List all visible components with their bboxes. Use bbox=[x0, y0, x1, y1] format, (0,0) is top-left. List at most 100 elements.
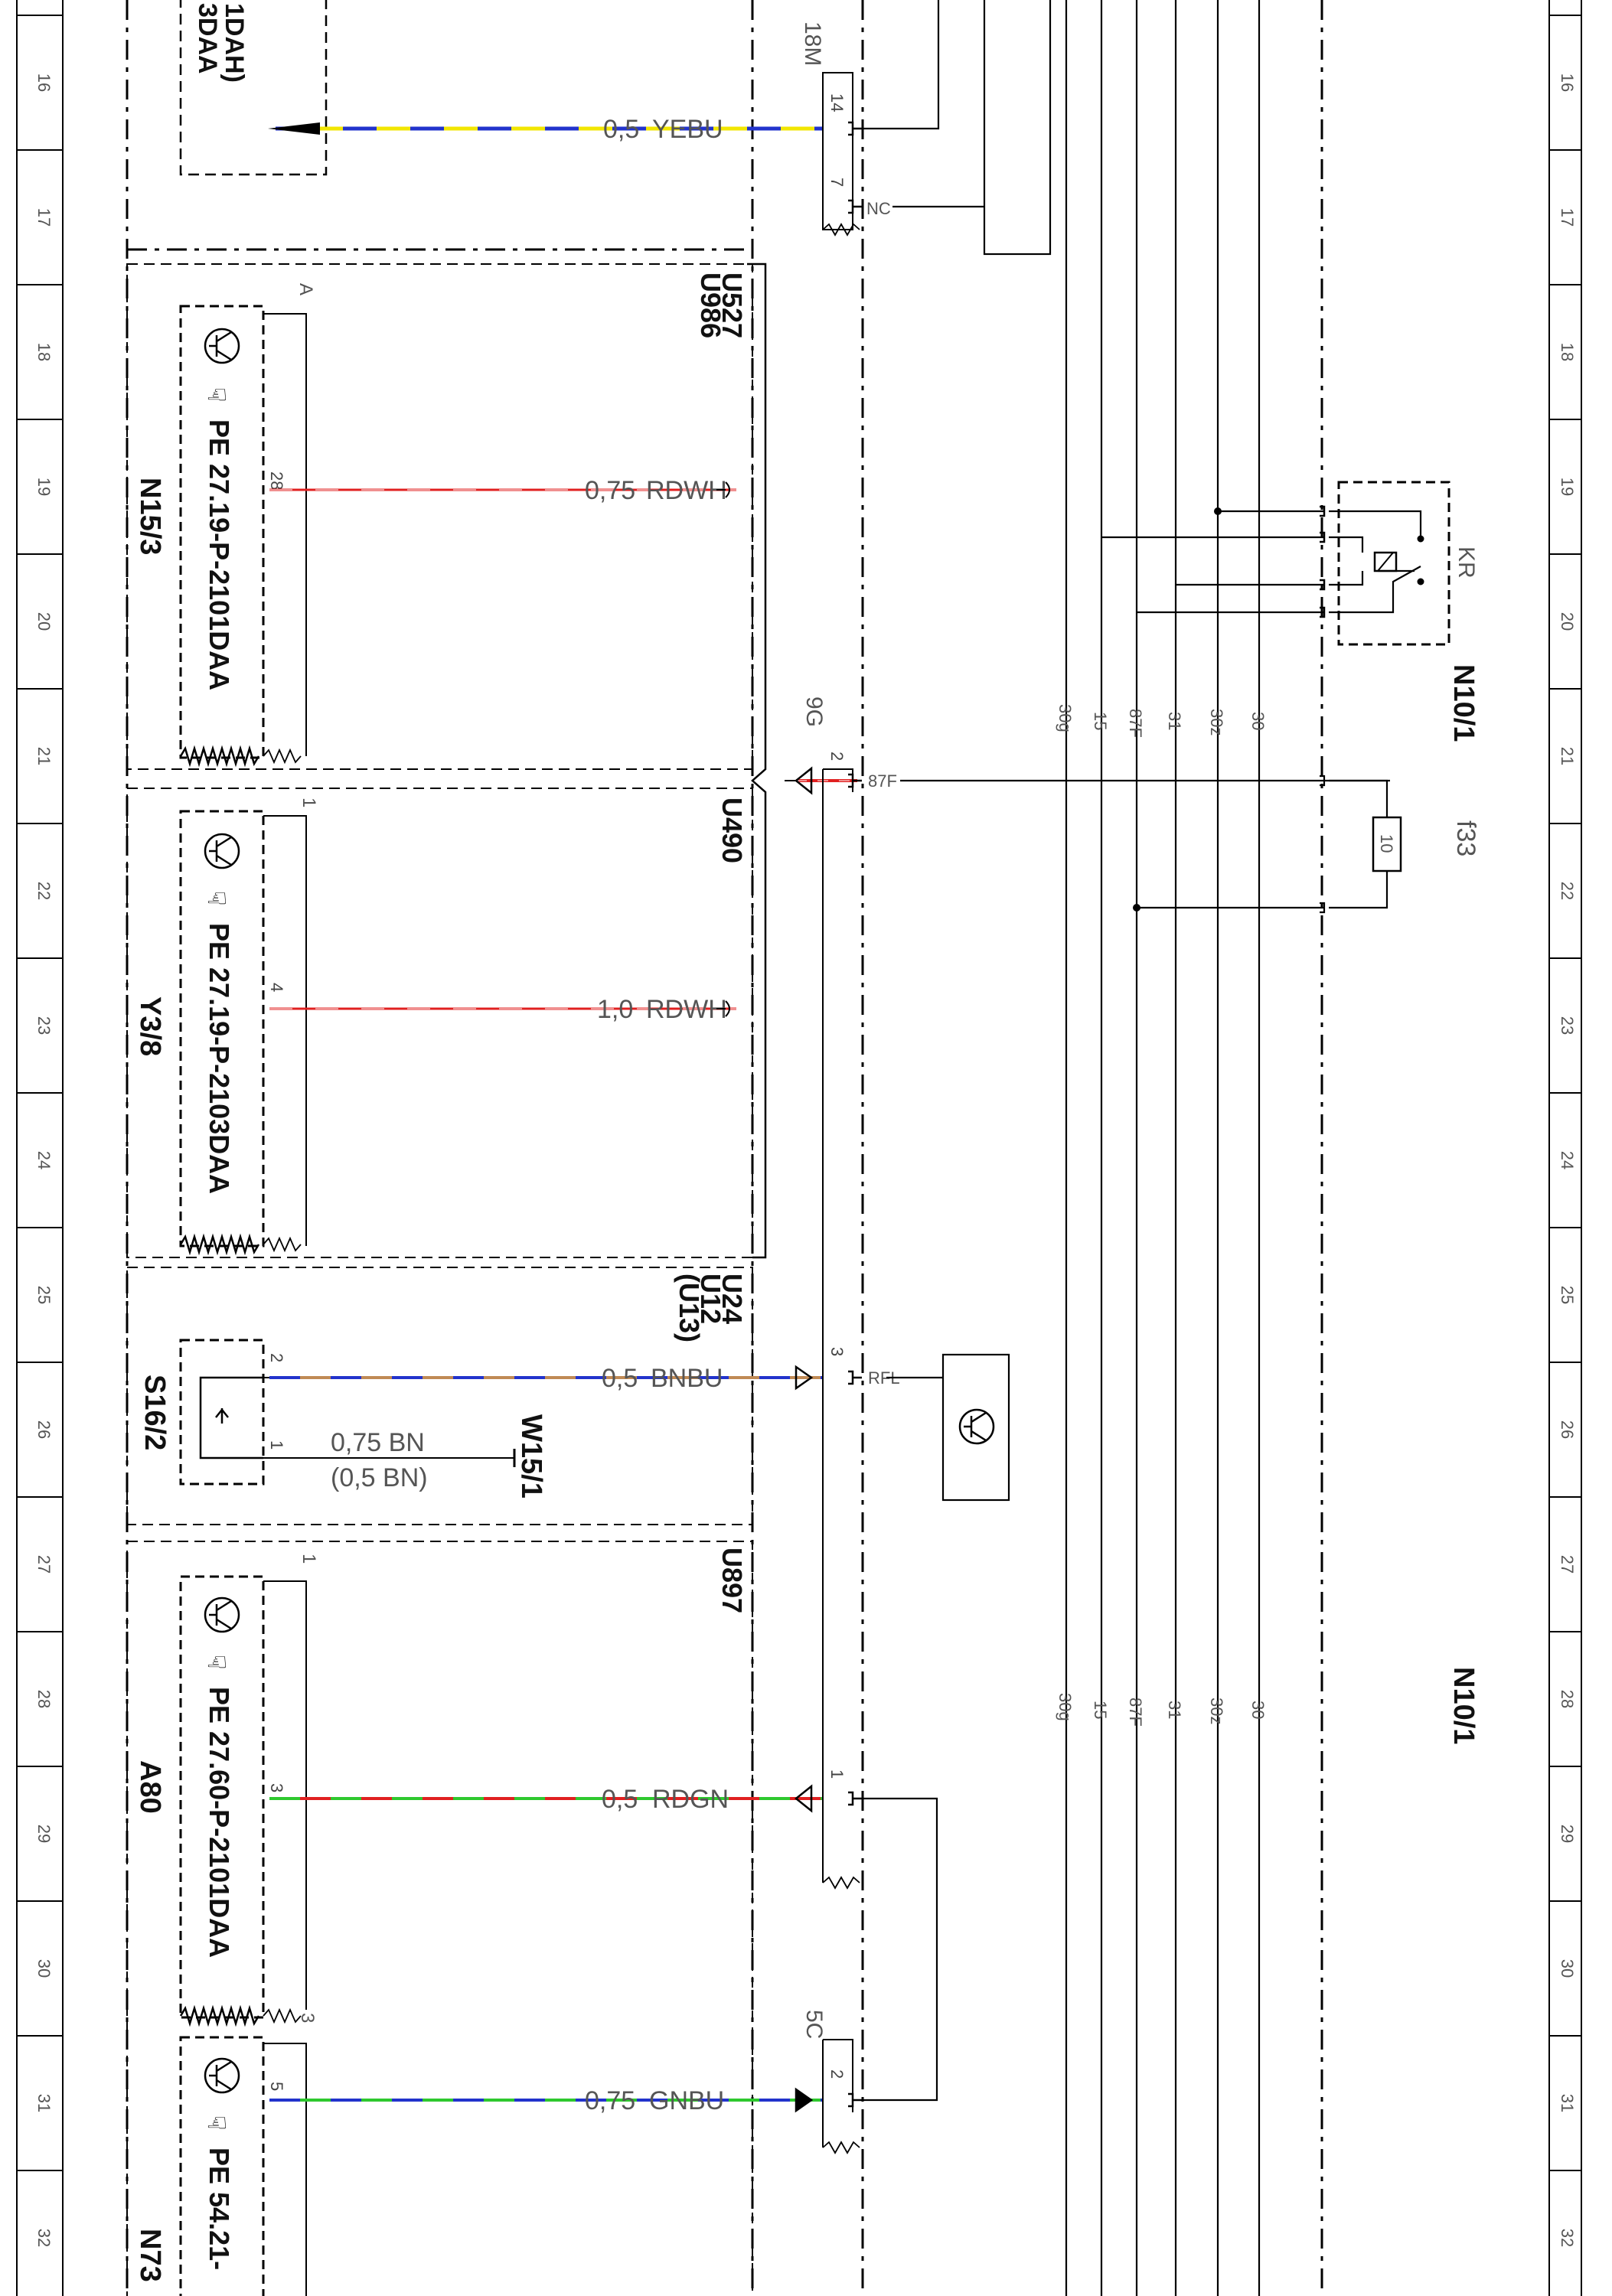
splice-markers bbox=[747, 263, 814, 2113]
grid-number-right: 32 bbox=[1558, 2229, 1577, 2247]
busbar-label-31: 31 bbox=[1165, 712, 1184, 730]
grid-number-left: 30 bbox=[34, 1959, 54, 1978]
s16-2-switch-symbol bbox=[199, 1376, 305, 1459]
y3-8-corner-pin: 1 bbox=[299, 797, 319, 807]
n73-pin: 5 bbox=[267, 2082, 286, 2091]
connector-9g: 9G bbox=[801, 696, 827, 727]
a80-right-edge bbox=[263, 1580, 307, 2010]
wire-yebu bbox=[268, 122, 823, 135]
n15-3-code: N15/3 bbox=[134, 478, 166, 555]
wire-label-gnbu-size: 0,75 bbox=[585, 2086, 635, 2115]
grid-number-right: 25 bbox=[1558, 1286, 1577, 1304]
busbar-label-30g: 30g bbox=[1056, 704, 1075, 732]
splice-u490: U490 bbox=[716, 797, 748, 863]
connector-18m-pin-7: 7 bbox=[827, 178, 847, 187]
n15-3-transistor-icon bbox=[204, 328, 240, 364]
busbar-label-15-lower: 15 bbox=[1091, 1701, 1110, 1719]
wire-label-rdwh1-color: RDWH bbox=[646, 476, 727, 505]
grid-number-left: 29 bbox=[34, 1825, 54, 1843]
power-busbars bbox=[1065, 0, 1261, 2296]
grid-number-right: 24 bbox=[1558, 1151, 1577, 1169]
y3-8-hand-icon: ☟ bbox=[202, 891, 231, 905]
y3-8-transistor-icon bbox=[204, 833, 240, 869]
break-marks bbox=[179, 223, 860, 2154]
a80-corner-pin: 1 bbox=[299, 1554, 319, 1564]
wire-label-rdgn-color: RDGN bbox=[652, 1785, 729, 1814]
grid-number-left: 28 bbox=[34, 1690, 54, 1708]
wire-label-rdwh1-size: 0,75 bbox=[585, 476, 635, 505]
wire-label-yebu-color: YEBU bbox=[652, 115, 723, 144]
busbar-label-30g-lower: 30g bbox=[1056, 1693, 1075, 1721]
connector-87f: 87F bbox=[868, 771, 897, 791]
wire-label-gnbu-color: GNBU bbox=[649, 2086, 724, 2115]
connector-1-pin: 1 bbox=[827, 1769, 847, 1779]
s16-2-enclosure bbox=[126, 1267, 753, 1525]
grid-number-left: 17 bbox=[34, 208, 54, 227]
busbar-label-30z-lower: 30z bbox=[1207, 1698, 1226, 1724]
internal-links bbox=[862, 0, 1052, 2102]
wire-label-bnbu-color: BNBU bbox=[651, 1364, 723, 1393]
grid-number-left: 27 bbox=[34, 1555, 54, 1574]
grid-number-right: 27 bbox=[1558, 1555, 1577, 1574]
n15-3-right-edge bbox=[263, 313, 307, 756]
y3-8-code: Y3/8 bbox=[134, 996, 166, 1056]
busbar-label-87f: 87F bbox=[1126, 709, 1145, 738]
top-component-label-1: 3DAA bbox=[193, 3, 222, 74]
grid-number-right: 23 bbox=[1558, 1016, 1577, 1035]
grid-number-right: 22 bbox=[1558, 882, 1577, 900]
busbar-label-30-lower: 30 bbox=[1248, 1701, 1268, 1719]
kr-pins bbox=[1320, 505, 1326, 618]
right-grid-rail bbox=[1548, 0, 1582, 2296]
splice-u24: U24 bbox=[716, 1274, 748, 1324]
n15-3-corner-pin: A bbox=[295, 283, 316, 295]
top-component-label-2: 1DAH) bbox=[220, 3, 249, 83]
connector-strip bbox=[822, 72, 853, 2148]
n73-right-edge bbox=[263, 2043, 307, 2296]
connector-9g-pin: 2 bbox=[827, 752, 847, 761]
wire-label-bnbu-size: 0,5 bbox=[602, 1364, 638, 1393]
y3-8-pin: 4 bbox=[267, 983, 286, 992]
grid-number-left: 20 bbox=[34, 612, 54, 631]
s16-2-pin-1: 1 bbox=[267, 1440, 286, 1450]
a80-reference: PE 27.60-P-2101DAA bbox=[204, 1687, 235, 1958]
f33-fuse bbox=[1137, 775, 1402, 914]
grid-number-left: 23 bbox=[34, 1016, 54, 1035]
s16-2-pin-2: 2 bbox=[267, 1353, 286, 1362]
grid-number-right: 21 bbox=[1558, 747, 1577, 765]
grid-number-left: 24 bbox=[34, 1151, 54, 1169]
grid-number-left: 31 bbox=[34, 2094, 54, 2112]
n73-hand-icon: ☟ bbox=[202, 2115, 231, 2130]
grid-number-right: 16 bbox=[1558, 73, 1577, 92]
grid-number-right: 30 bbox=[1558, 1959, 1577, 1978]
wire-label-rdwh2-color: RDWH bbox=[646, 995, 727, 1024]
busbar-label-30: 30 bbox=[1248, 712, 1268, 730]
connector-18m: 18M bbox=[800, 21, 825, 66]
a80-bottom-pin: 3 bbox=[297, 2013, 318, 2023]
n15-3-reference: PE 27.19-P-2101DAA bbox=[204, 419, 235, 690]
n15-3-hand-icon: ☟ bbox=[202, 387, 231, 402]
wire-label-bn-2: (0,5 BN) bbox=[331, 1463, 428, 1492]
rfl-transistor-icon bbox=[958, 1408, 995, 1445]
wire-bn bbox=[305, 1449, 516, 1467]
wire-label-yebu-size: 0,5 bbox=[603, 115, 639, 144]
busbar-label-30z: 30z bbox=[1207, 709, 1226, 735]
n73-transistor-icon bbox=[204, 2057, 240, 2094]
connector-pins bbox=[848, 121, 862, 2108]
grid-number-left: 26 bbox=[34, 1420, 54, 1439]
splice-u986: U986 bbox=[695, 272, 726, 338]
a80-code: A80 bbox=[134, 1760, 166, 1814]
a80-enclosure bbox=[126, 1541, 753, 2296]
splice-u12: U12 bbox=[695, 1274, 726, 1324]
y3-8-enclosure bbox=[126, 788, 753, 1258]
grid-number-left: 22 bbox=[34, 882, 54, 900]
w15-1-label: W15/1 bbox=[515, 1414, 547, 1499]
busbar-label-31-lower: 31 bbox=[1165, 1701, 1184, 1719]
n73-code: N73 bbox=[134, 2229, 166, 2282]
a80-hand-icon: ☟ bbox=[202, 1655, 231, 1669]
grid-number-left: 18 bbox=[34, 343, 54, 361]
grid-number-right: 29 bbox=[1558, 1825, 1577, 1843]
grid-number-left: 21 bbox=[34, 747, 54, 765]
grid-number-right: 20 bbox=[1558, 612, 1577, 631]
